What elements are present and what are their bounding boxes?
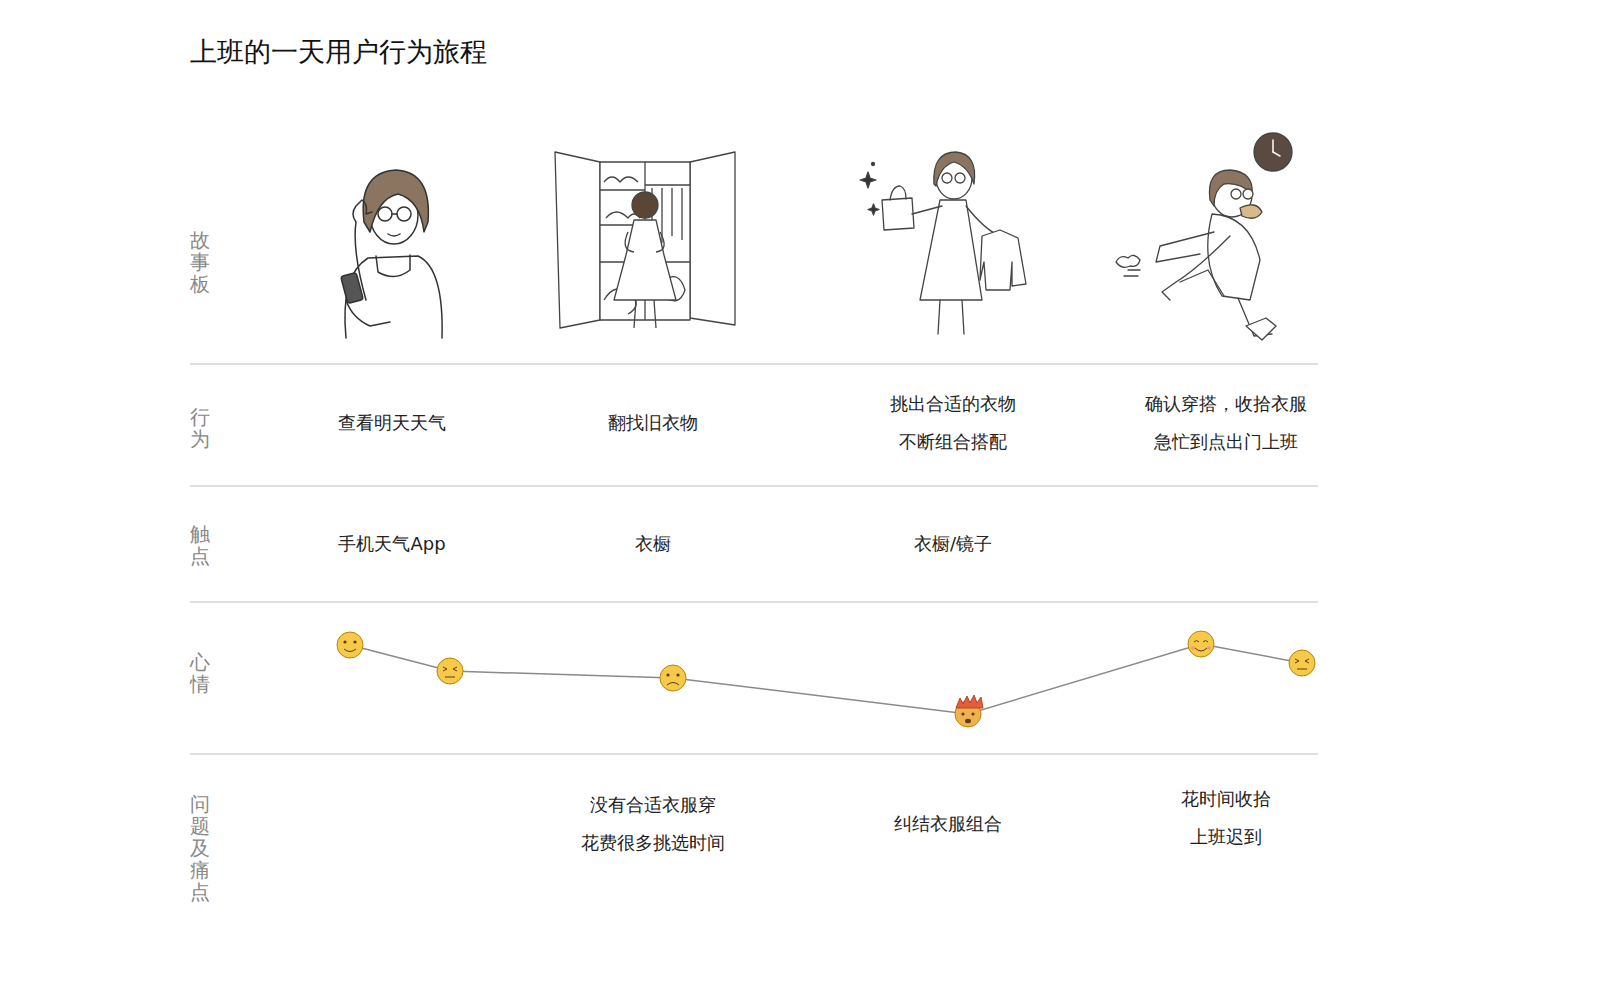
journey-cell: 衣橱/镜子: [914, 525, 992, 563]
row-header: 问题及痛点: [190, 793, 210, 903]
emoji-neutral: [1289, 650, 1315, 676]
figure-choosing: [860, 152, 1026, 334]
journey-cell: 确认穿搭，收拾衣服 急忙到点出门上班: [1143, 385, 1309, 461]
mood-curve: [350, 644, 1302, 714]
journey-cell: 查看明天天气: [338, 404, 446, 442]
row-separators: [190, 364, 1318, 754]
figure-wardrobe: [555, 152, 735, 328]
page-title: 上班的一天用户行为旅程: [190, 34, 487, 70]
journey-cell: 花时间收拾 上班迟到: [1179, 780, 1273, 856]
mood-emojis: [337, 631, 1315, 727]
journey-cell: 衣橱: [635, 525, 671, 563]
row-header: 行为: [190, 406, 210, 450]
journey-cell: 纠结衣服组合: [894, 805, 1002, 843]
row-header: 心情: [190, 651, 210, 695]
journey-cell: 没有合适衣服穿 花费很多挑选时间: [579, 786, 727, 862]
emoji-frown: [660, 665, 686, 691]
row-header: 触点: [190, 523, 210, 567]
emoji-neutral: [437, 658, 463, 684]
figure-phone: [341, 170, 442, 338]
journey-cell: 翻找旧衣物: [608, 404, 698, 442]
emoji-happy: [1188, 631, 1214, 657]
figure-rushing: [1116, 133, 1292, 340]
row-header: 故事板: [190, 229, 210, 295]
emoji-exploding: [955, 695, 983, 727]
journey-cell: 手机天气App: [338, 525, 445, 563]
emoji-smile: [337, 632, 363, 658]
journey-cell: 挑出合适的衣物 不断组合搭配: [888, 385, 1018, 461]
